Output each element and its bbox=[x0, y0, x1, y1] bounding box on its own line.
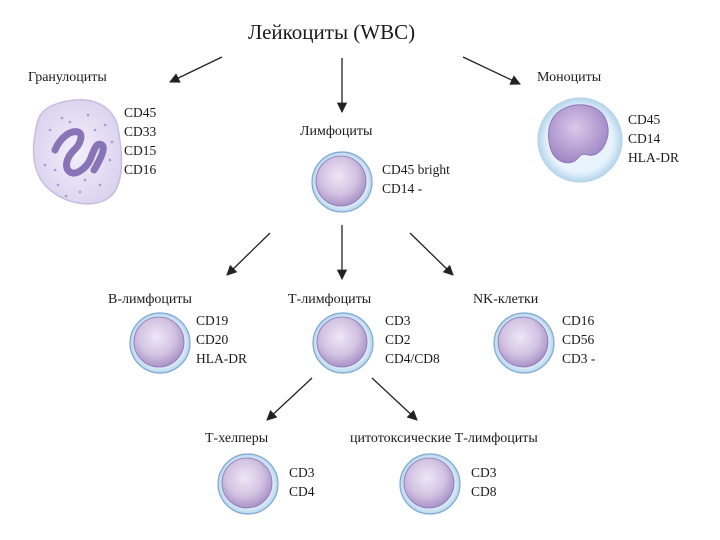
label-cytotoxic-t: цитотоксические Т-лимфоциты bbox=[350, 431, 538, 446]
monocyte-cell bbox=[537, 97, 623, 183]
label-t-lymphocytes: Т-лимфоциты bbox=[288, 292, 372, 307]
marker: CD3 bbox=[385, 313, 411, 328]
markers-lymphocytes: CD45 bright CD14 - bbox=[382, 160, 450, 198]
marker: CD4/CD8 bbox=[385, 351, 440, 366]
markers-b-lymphocytes: CD19 CD20 HLA-DR bbox=[196, 311, 247, 368]
marker: CD19 bbox=[196, 313, 229, 328]
marker: CD3 bbox=[289, 465, 315, 480]
marker: CD14 - bbox=[382, 181, 423, 196]
label-lymphocytes: Лимфоциты bbox=[300, 124, 373, 139]
arrow-lymphocytes-to-nk bbox=[409, 232, 454, 276]
markers-t-lymphocytes: CD3 CD2 CD4/CD8 bbox=[385, 311, 440, 368]
label-monocytes: Моноциты bbox=[537, 70, 602, 85]
nk-cell bbox=[493, 312, 555, 374]
arrow-wbc-to-monocytes bbox=[462, 56, 521, 85]
marker: CD16 bbox=[562, 313, 595, 328]
marker: CD56 bbox=[562, 332, 595, 347]
diagram-title: Лейкоциты (WBC) bbox=[248, 20, 416, 44]
arrow-lymphocytes-to-b bbox=[226, 232, 271, 276]
arrow-t-to-helpers bbox=[266, 377, 313, 421]
marker: CD14 bbox=[628, 131, 661, 146]
marker: CD15 bbox=[124, 143, 157, 158]
lymphocyte-cell bbox=[311, 151, 373, 213]
markers-nk-cells: CD16 CD56 CD3 - bbox=[562, 311, 595, 368]
granulocyte-cell bbox=[32, 99, 123, 205]
markers-cytotoxic-t: CD3 CD8 bbox=[471, 463, 497, 501]
marker: CD8 bbox=[471, 484, 497, 499]
t-helper-cell bbox=[217, 453, 279, 515]
marker: CD45 bright bbox=[382, 162, 450, 177]
cytotoxic-t-cell bbox=[399, 453, 461, 515]
label-granulocytes: Гранулоциты bbox=[28, 70, 107, 85]
marker: CD45 bbox=[124, 105, 157, 120]
marker: CD16 bbox=[124, 162, 157, 177]
marker: CD4 bbox=[289, 484, 315, 499]
marker: HLA-DR bbox=[196, 351, 247, 366]
markers-monocytes: CD45 CD14 HLA-DR bbox=[628, 110, 679, 167]
arrow-wbc-to-granulocytes bbox=[169, 56, 223, 83]
markers-granulocytes: CD45 CD33 CD15 CD16 bbox=[124, 103, 156, 179]
t-lymphocyte-cell bbox=[312, 312, 374, 374]
marker: HLA-DR bbox=[628, 150, 679, 165]
label-t-helpers: Т-хелперы bbox=[205, 431, 269, 446]
marker: CD3 bbox=[471, 465, 497, 480]
arrow-t-to-cytotoxic bbox=[371, 377, 418, 421]
marker: CD3 - bbox=[562, 351, 596, 366]
label-nk-cells: NK-клетки bbox=[473, 292, 539, 307]
markers-t-helpers: CD3 CD4 bbox=[289, 463, 315, 501]
label-b-lymphocytes: В-лимфоциты bbox=[108, 292, 192, 307]
b-lymphocyte-cell bbox=[129, 312, 191, 374]
marker: CD33 bbox=[124, 124, 157, 139]
marker: CD2 bbox=[385, 332, 411, 347]
marker: CD45 bbox=[628, 112, 661, 127]
marker: CD20 bbox=[196, 332, 229, 347]
arrows bbox=[169, 56, 521, 421]
